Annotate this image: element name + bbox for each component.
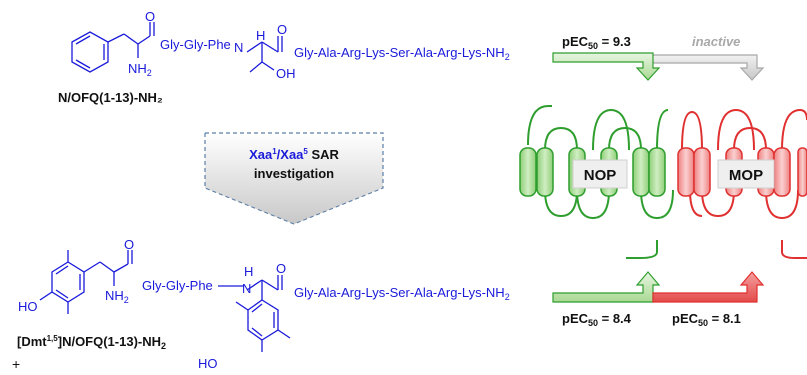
top-nop-arrow [552,52,661,81]
bottom-ho-bottom: HO [198,356,218,370]
top-nh-h: H [256,28,265,43]
mop-receptor: MOP [677,108,807,259]
top-o1: O [145,9,155,24]
bottom-arrows [552,271,765,303]
top-molecule-name: N/OFQ(1-13)-NH₂ [58,90,163,105]
bottom-molecule-name: [Dmt1,5]N/OFQ(1-13)-NH2 [17,334,166,351]
bottom-seq-2: Gly-Ala-Arg-Lys-Ser-Ala-Arg-Lys-NH2 [294,285,510,302]
nop-n-terminus [527,105,552,146]
bottom-o2: O [276,261,286,276]
bottom-n: N [242,281,251,296]
corner-mark: + [12,356,20,370]
sar-line1: Xaa1/Xaa5 SAR [249,147,339,162]
top-nh2: NH2 [128,61,152,78]
mop-c-terminus [781,240,807,259]
bottom-nop-arrow [552,271,661,303]
bottom-o1: O [124,237,134,252]
bottom-molecule [39,250,291,352]
top-arrows [552,52,765,81]
inactive-arrow [647,54,765,81]
nop-c-terminus [626,240,658,259]
sar-box: Xaa1/Xaa5 SAR investigation [204,132,384,225]
top-phenyl-ring [71,31,109,73]
nop-label: NOP [584,167,617,184]
top-oh: OH [276,66,296,81]
top-seq-1: Gly-Gly-Phe [160,37,231,52]
top-molecule-labels: O Gly-Gly-Phe N H O Gly-Ala-Arg-Lys-Ser-… [128,9,510,81]
bottom-mop-potency: pEC50 = 8.1 [672,311,741,328]
top-nh-n: N [234,40,243,55]
top-mop-inactive: inactive [692,34,740,49]
mop-label: MOP [729,167,763,184]
nop-receptor: NOP [519,105,674,259]
top-nop-potency: pEC50 = 9.3 [562,34,631,51]
bottom-ring-1 [51,261,85,303]
nop-label-box [572,159,628,189]
bottom-h: H [244,264,253,279]
sar-line2: investigation [254,166,334,181]
bottom-ho-left: HO [18,299,38,314]
top-seq-2: Gly-Ala-Arg-Lys-Ser-Ala-Arg-Lys-NH2 [294,45,510,62]
top-molecule [71,22,283,73]
mop-label-box [717,159,775,189]
bottom-nh2: NH2 [105,288,129,305]
bottom-molecule-labels: O Gly-Gly-Phe H N O Gly-Ala-Arg-Lys-Ser-… [18,237,510,371]
bottom-seq-1: Gly-Gly-Phe [142,278,213,293]
bottom-mop-arrow [652,271,765,303]
bottom-nop-potency: pEC50 = 8.4 [562,311,632,328]
top-o2: O [277,22,287,37]
